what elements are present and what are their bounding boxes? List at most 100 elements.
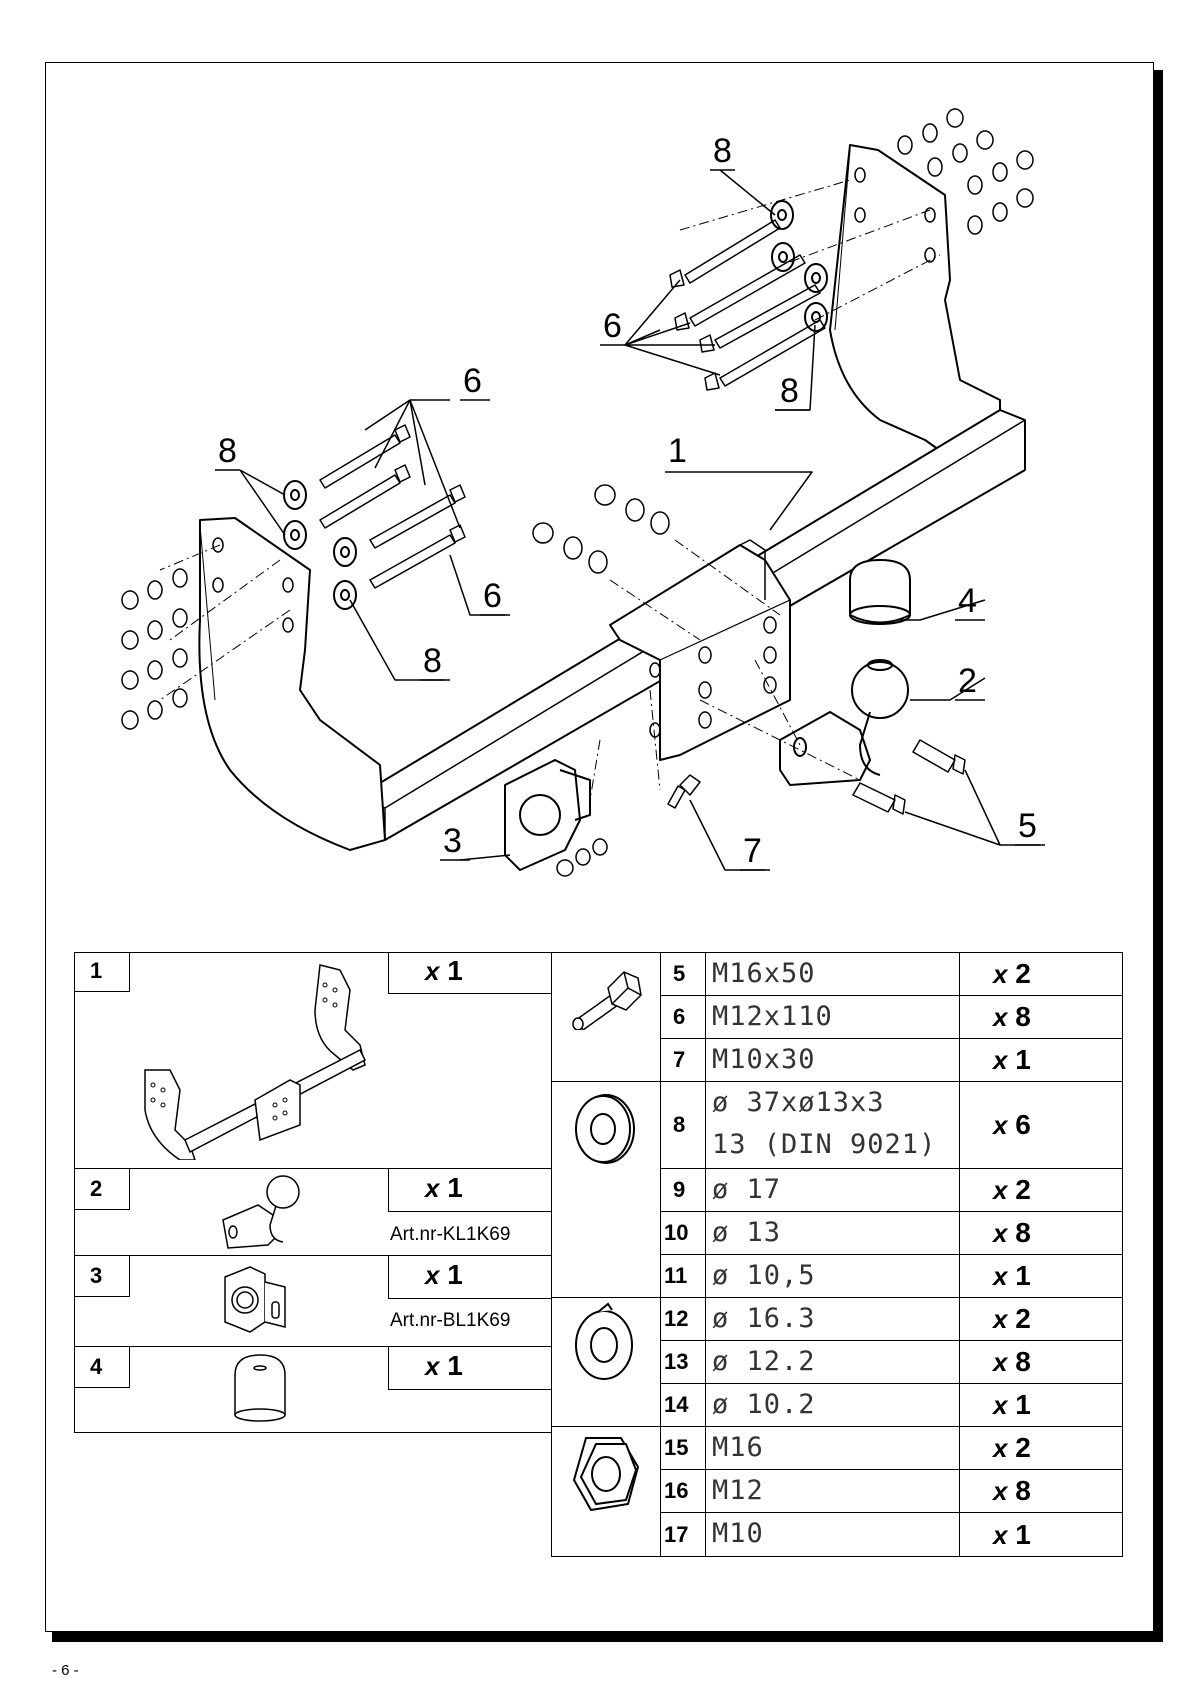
bolt-icon bbox=[572, 971, 642, 1030]
part-17-spec: M10 bbox=[712, 1518, 764, 1549]
part-5-spec-cell bbox=[705, 952, 960, 996]
flat-washer-icon bbox=[575, 1094, 635, 1164]
part-6-spec: M12x110 bbox=[712, 1001, 833, 1032]
part-13-spec: ø 12.2 bbox=[712, 1346, 816, 1377]
part-13-qty: x 8 bbox=[993, 1346, 1031, 1378]
qty-count: 6 bbox=[1015, 1109, 1031, 1140]
part-11-qty: x 1 bbox=[993, 1260, 1031, 1292]
callout-7: 7 bbox=[743, 832, 762, 870]
part-15-qty-cell bbox=[959, 1426, 1123, 1470]
part-2-qty-cell bbox=[388, 1168, 552, 1212]
part-1-num-cell bbox=[74, 952, 130, 992]
part-17-spec-cell bbox=[705, 1512, 960, 1557]
part-7-qty: x 1 bbox=[993, 1044, 1031, 1076]
part-2-num-cell bbox=[74, 1168, 130, 1210]
part-13-spec-cell bbox=[705, 1340, 960, 1384]
tow-ball-flange bbox=[779, 711, 871, 786]
qty-multiplier: x bbox=[993, 1045, 1008, 1075]
part-10-qty: x 8 bbox=[993, 1217, 1031, 1249]
callout-6-left: 6 bbox=[463, 362, 482, 400]
part-14-num-cell bbox=[660, 1383, 706, 1427]
part-14-number: 14 bbox=[664, 1392, 689, 1417]
part-17-qty: x 1 bbox=[993, 1519, 1031, 1551]
part-10-num-cell bbox=[660, 1211, 706, 1255]
socket-plate-icon bbox=[224, 1266, 286, 1333]
part-6-number: 6 bbox=[673, 1004, 686, 1029]
part-2-qty: x 1 bbox=[425, 1172, 463, 1203]
part-4-qty-cell bbox=[388, 1346, 552, 1390]
callout-8-top: 8 bbox=[713, 132, 732, 170]
part-11-qty-cell bbox=[959, 1254, 1123, 1298]
exploded-assembly-drawing: 1 2 3 4 5 6 6 6 7 8 8 8 8 bbox=[121, 108, 1045, 877]
part-9-qty-cell bbox=[959, 1168, 1123, 1212]
part-12-number: 12 bbox=[664, 1306, 689, 1331]
part-1-qty: x 1 bbox=[425, 955, 463, 986]
part-7-qty-cell bbox=[959, 1038, 1123, 1082]
part-4-number: 4 bbox=[90, 1354, 103, 1379]
right-mounting-plate bbox=[829, 144, 1001, 476]
part-15-qty: x 2 bbox=[993, 1432, 1031, 1464]
qty-multiplier: x bbox=[993, 959, 1008, 989]
part-15-number: 15 bbox=[664, 1435, 689, 1460]
part-14-spec-cell bbox=[705, 1383, 960, 1427]
part-10-number: 10 bbox=[664, 1220, 689, 1245]
part-17-qty-cell bbox=[959, 1512, 1123, 1557]
qty-multiplier: x bbox=[993, 1476, 1008, 1506]
qty-count: 2 bbox=[1015, 1432, 1031, 1463]
part-15-spec: M16 bbox=[712, 1432, 764, 1463]
part-1-qty-cell bbox=[388, 952, 552, 994]
callout-8-left: 8 bbox=[218, 432, 237, 470]
part-2-number: 2 bbox=[90, 1176, 103, 1201]
callout-6-bottom: 6 bbox=[483, 577, 502, 615]
part-13-number: 13 bbox=[664, 1349, 689, 1374]
part-3-qty-cell bbox=[388, 1255, 552, 1299]
part-6-qty-cell bbox=[959, 995, 1123, 1039]
qty-count: 8 bbox=[1015, 1346, 1031, 1377]
callout-4: 4 bbox=[958, 582, 977, 620]
part-16-number: 16 bbox=[664, 1478, 689, 1503]
part-8-spec-standard: 13 (DIN 9021) bbox=[712, 1129, 937, 1160]
qty-multiplier: x bbox=[993, 1390, 1008, 1420]
callout-8-right: 8 bbox=[780, 372, 799, 410]
part-16-qty-cell bbox=[959, 1469, 1123, 1513]
ball-cover bbox=[849, 559, 911, 624]
part-7-spec: M10x30 bbox=[712, 1044, 816, 1075]
qty-multiplier: x bbox=[993, 1519, 1008, 1550]
qty-multiplier: x bbox=[993, 1110, 1008, 1140]
qty-multiplier: x bbox=[993, 1175, 1008, 1205]
part-17-num-cell bbox=[660, 1512, 706, 1557]
socket-plate bbox=[504, 759, 581, 871]
part-9-number: 9 bbox=[673, 1177, 686, 1202]
callout-2: 2 bbox=[958, 662, 977, 700]
page-number: - 6 - bbox=[52, 1662, 79, 1679]
part-3-article-number: Art.nr-BL1K69 bbox=[390, 1310, 511, 1331]
callout-5: 5 bbox=[1018, 807, 1037, 845]
part-11-num-cell bbox=[660, 1254, 706, 1298]
part-17-number: 17 bbox=[664, 1521, 689, 1547]
qty-count: 8 bbox=[1015, 1217, 1031, 1248]
callout-3: 3 bbox=[443, 822, 462, 860]
part-11-number: 11 bbox=[664, 1263, 688, 1288]
qty-multiplier: x bbox=[993, 1347, 1008, 1377]
callout-1: 1 bbox=[668, 432, 687, 470]
part-5-num-cell bbox=[660, 952, 706, 996]
part-6-qty: x 8 bbox=[993, 1001, 1031, 1033]
part-8-number: 8 bbox=[673, 1112, 686, 1137]
part-13-qty-cell bbox=[959, 1340, 1123, 1384]
qty-count: 1 bbox=[1015, 1389, 1031, 1420]
callout-8-bottom: 8 bbox=[423, 642, 442, 680]
spring-washer-icon bbox=[575, 1302, 633, 1380]
qty-multiplier: x bbox=[993, 1304, 1008, 1334]
qty-multiplier: x bbox=[993, 1002, 1008, 1032]
qty-count: 8 bbox=[1015, 1475, 1031, 1506]
qty-count: 1 bbox=[1015, 1044, 1031, 1075]
qty-count: 1 bbox=[1015, 1260, 1031, 1291]
part-14-qty-cell bbox=[959, 1383, 1123, 1427]
left-mounting-plate bbox=[198, 517, 386, 851]
qty-count: 8 bbox=[1015, 1001, 1031, 1032]
part-12-spec-cell bbox=[705, 1297, 960, 1341]
hex-nut-icon bbox=[572, 1437, 640, 1512]
part-12-qty-cell bbox=[959, 1297, 1123, 1341]
part-8-spec-cell bbox=[705, 1081, 960, 1169]
part-11-spec-cell bbox=[705, 1254, 960, 1298]
